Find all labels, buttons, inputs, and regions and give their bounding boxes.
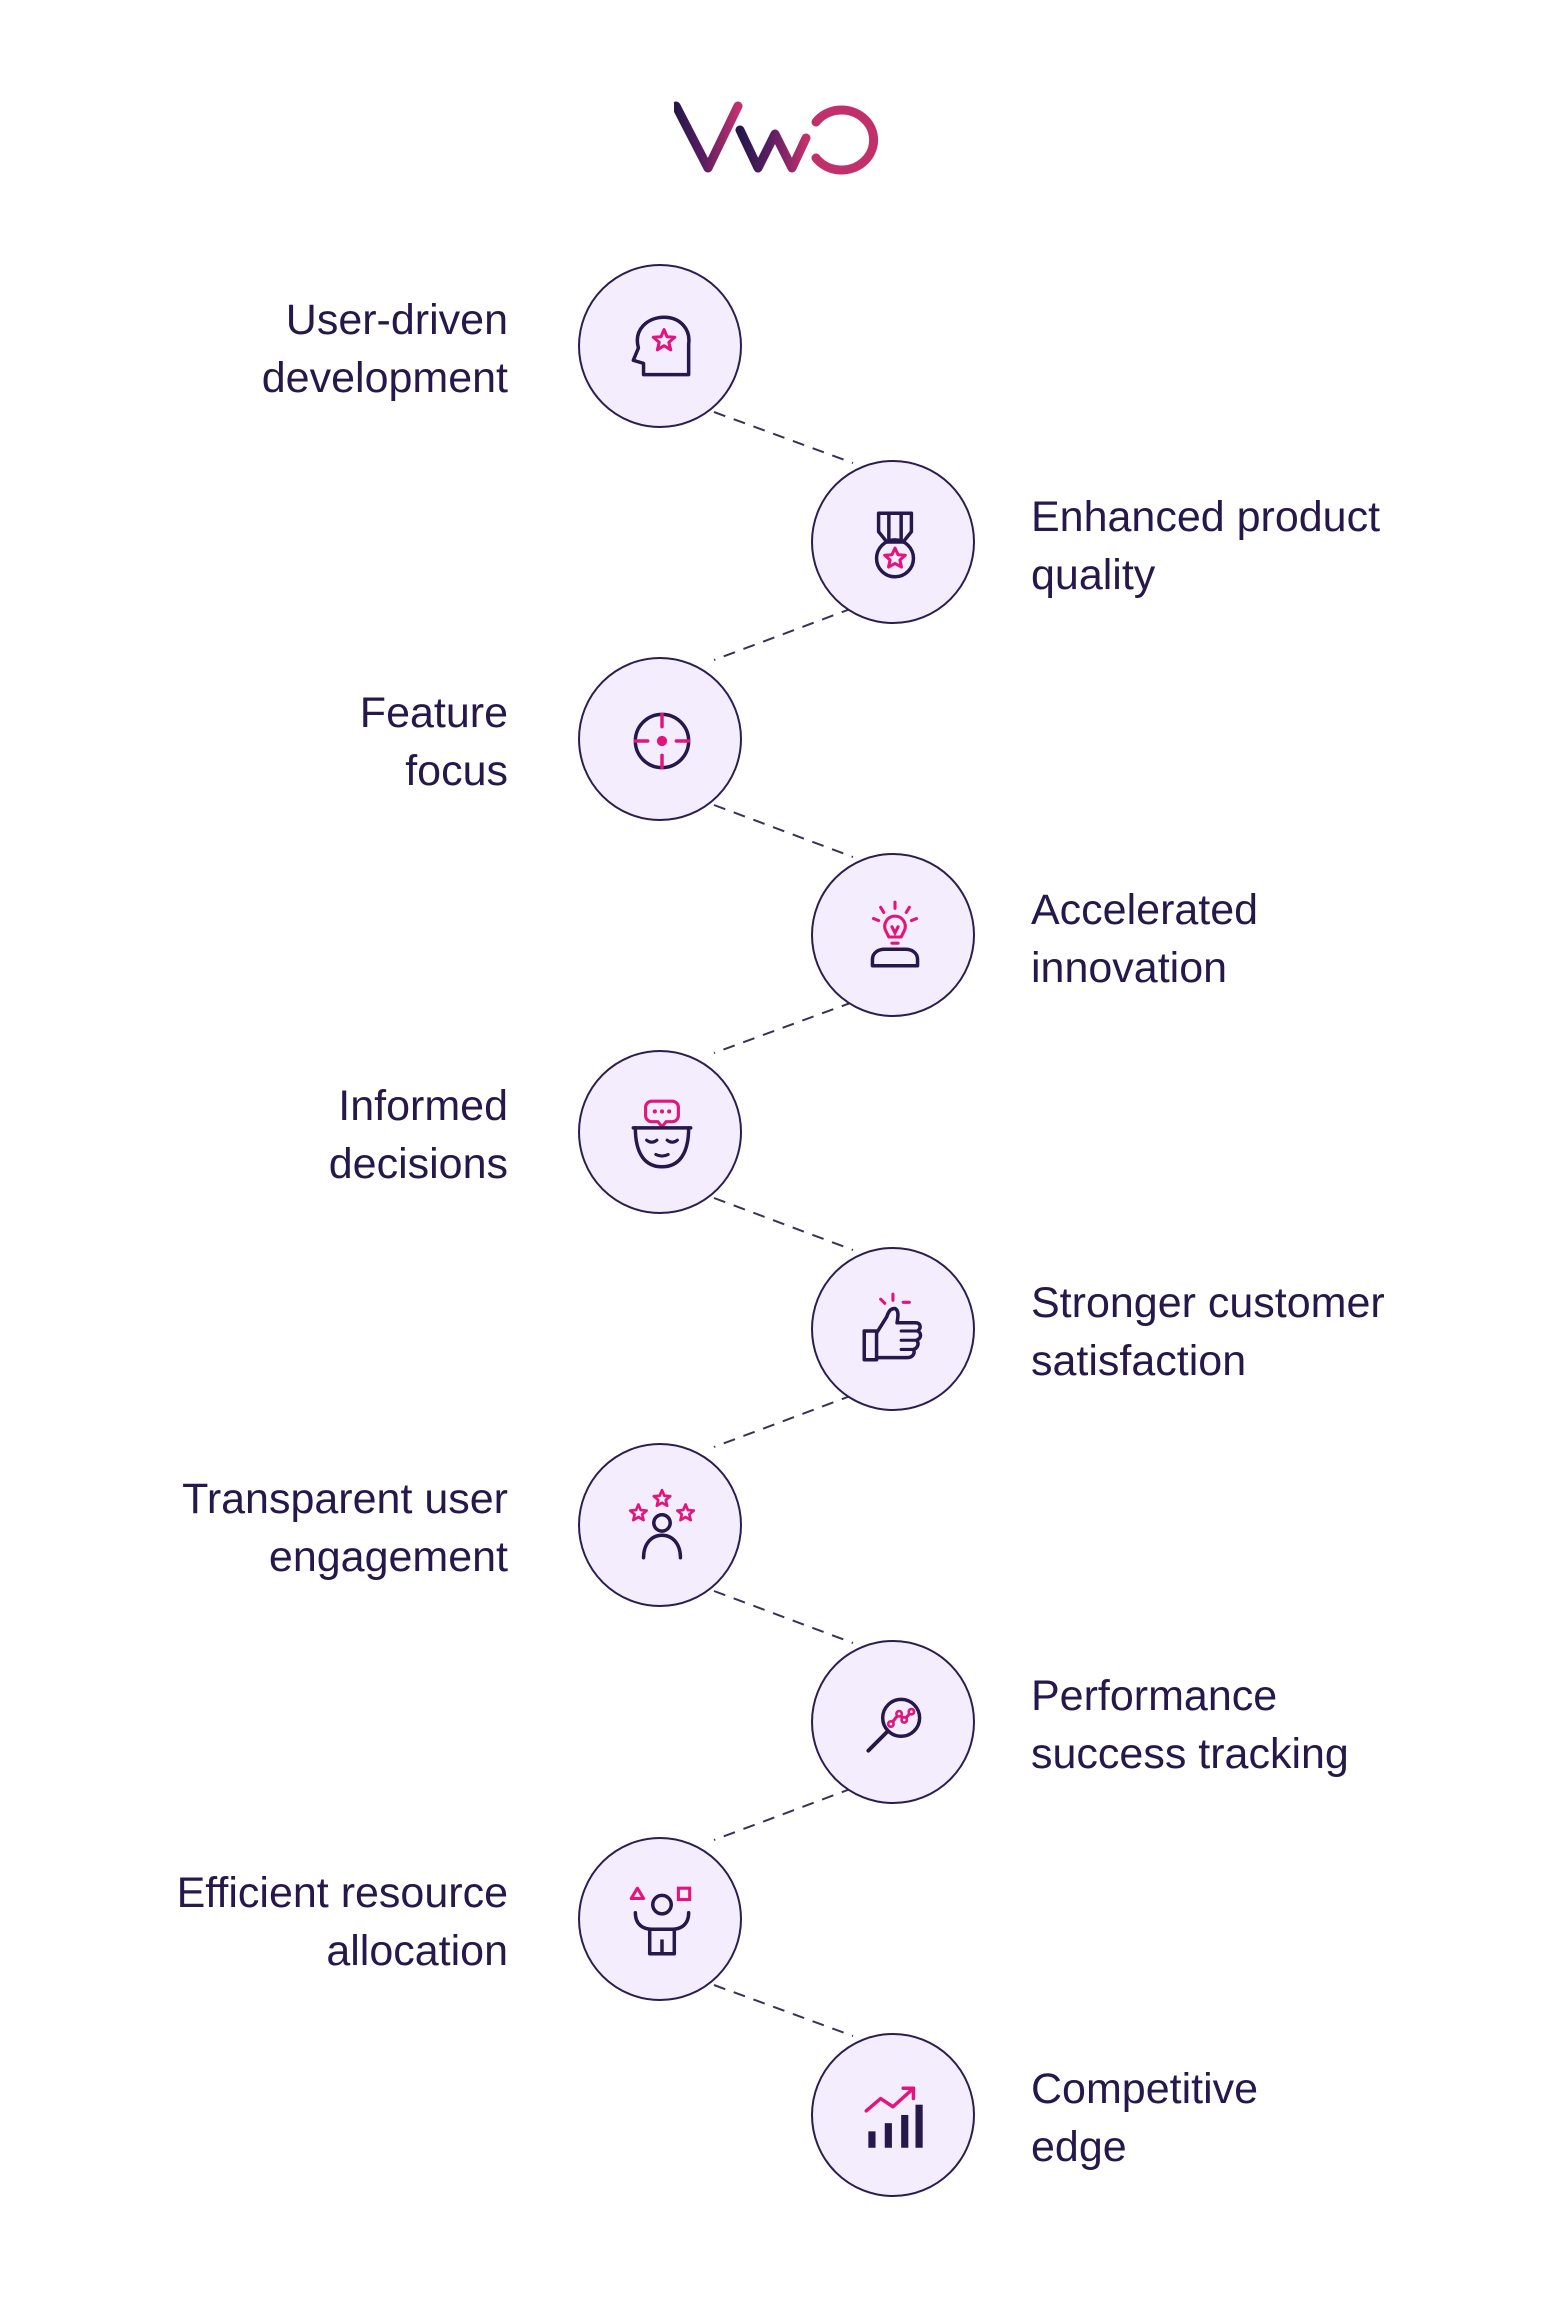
thumbs-up-icon — [862, 1292, 923, 1362]
target-icon — [633, 712, 691, 770]
node-performance-success-tracking — [811, 1640, 975, 1804]
juggling-person-icon — [629, 1886, 692, 1956]
lightbulb-person-icon — [870, 900, 920, 968]
node-competitive-edge — [811, 2033, 975, 2197]
magnifier-chart-icon — [866, 1697, 922, 1753]
vwo-logo — [674, 101, 879, 175]
head-star-icon — [631, 315, 691, 377]
node-user-driven-development — [578, 264, 742, 428]
growth-chart-icon — [864, 2086, 923, 2148]
node-feature-focus — [578, 657, 742, 821]
node-informed-decisions — [578, 1050, 742, 1214]
node-enhanced-product-quality — [811, 460, 975, 624]
node-accelerated-innovation — [811, 853, 975, 1017]
node-stronger-customer-satisfaction — [811, 1247, 975, 1411]
user-stars-icon — [628, 1488, 696, 1560]
node-efficient-resource-allocation — [578, 1837, 742, 2001]
node-transparent-user-engagement — [578, 1443, 742, 1607]
thinking-face-icon — [631, 1099, 693, 1169]
medal-icon — [874, 511, 916, 579]
